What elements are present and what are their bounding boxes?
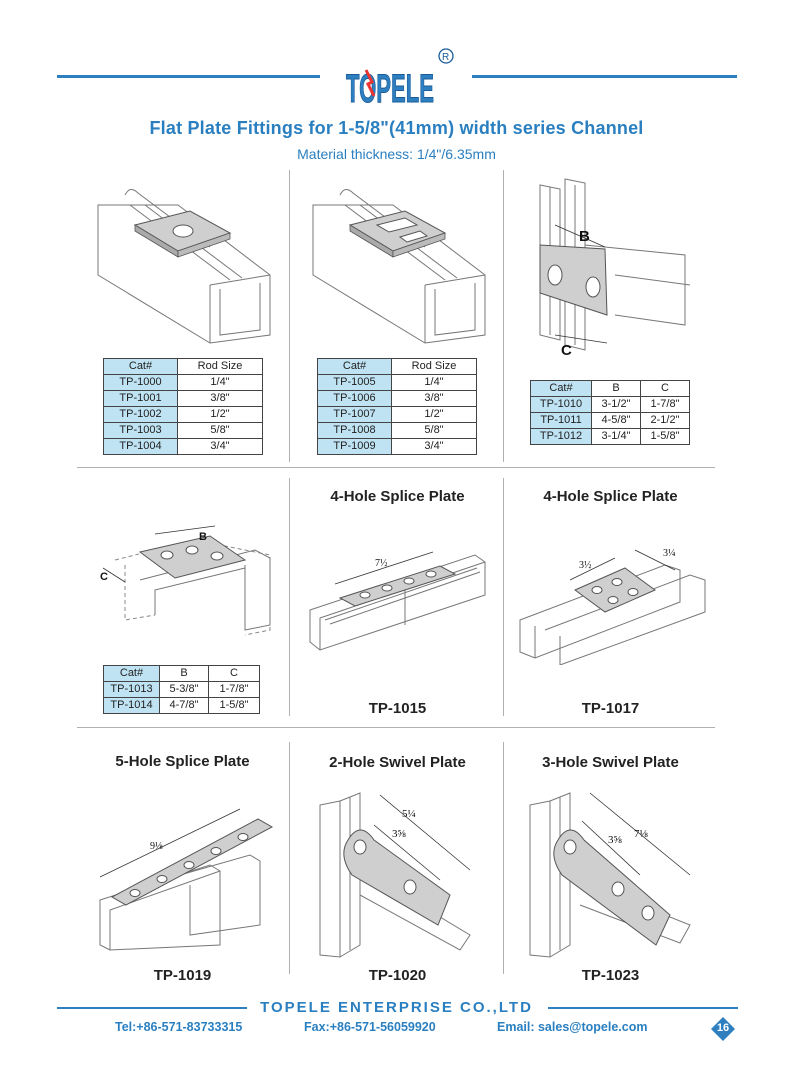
dim2-tp1017: 3¼ [663,548,676,559]
drawing-tp1019: 9⅛ [99,808,274,951]
dim-tp1019: 9⅛ [150,841,163,852]
title-tp1019: 5-Hole Splice Plate [115,753,250,770]
dim2-tp1023: 7⅛ [634,828,649,840]
dim-label-c-drawing4: C [100,571,108,583]
dim-tp1015: 7½ [375,558,388,569]
divider-v1-row1 [289,170,290,462]
divider-h2 [77,727,715,728]
svg-text:R: R [442,52,449,63]
drawing-tp1020: 5¼ 3⅝ [319,792,471,958]
dim1-tp1017: 3½ [579,560,592,571]
header-rule-right [472,75,737,78]
dim1-tp1020: 5¼ [402,808,416,820]
page-title: Flat Plate Fittings for 1-5/8"(41mm) wid… [149,118,644,138]
table-header-cat: Cat# [317,358,392,375]
part-tp1023: TP-1023 [581,967,640,984]
table-header-rod: Rod Size [391,358,477,375]
divider-v2-row2 [503,478,504,716]
title-tp1023: 3-Hole Swivel Plate [542,754,679,771]
four-hole-plate-square [574,567,656,613]
table-header-cat: Cat# [103,358,178,375]
drawing-tp1015: 7½ [309,551,486,651]
drawing-two-hole-plate: B C [539,178,691,359]
drawing-slotted-plate [312,189,486,344]
dim-label-b-drawing3: B [579,228,590,245]
three-hole-plate [138,535,247,579]
footer-rule-right [548,1007,738,1009]
title-tp1017: 4-Hole Splice Plate [543,488,678,505]
part-tp1017: TP-1017 [581,700,640,717]
footer-company: TOPELE ENTERPRISE CO.,LTD [260,999,533,1016]
footer-rule-left [57,1007,247,1009]
brand-logo: TOPELE R [342,44,454,110]
drawing-tp1023: 3⅝ 7⅛ [529,792,691,958]
drawing-tp1017: 3½ 3¼ [519,548,706,665]
header-rule-left [57,75,320,78]
two-hole-swivel-plate [343,829,451,926]
footer-fax: Fax:+86-571-56059920 [304,1020,436,1034]
svg-text:TOPELE: TOPELE [346,67,434,110]
divider-h1 [77,467,715,468]
table-header-rod: Rod Size [177,358,263,375]
divider-v2-row3 [503,742,504,974]
part-tp1019: TP-1019 [153,967,212,984]
page-number: 16 [716,1022,730,1034]
dim-label-c-drawing3: C [561,342,572,359]
dim-label-b-drawing4: B [199,531,207,543]
dim1-tp1023: 3⅝ [608,834,623,846]
part-tp1015: TP-1015 [368,700,427,717]
divider-v2-row1 [503,170,504,462]
dim2-tp1020: 3⅝ [392,828,407,840]
footer-email[interactable]: Email: sales@topele.com [497,1020,648,1034]
title-tp1020: 2-Hole Swivel Plate [329,754,466,771]
divider-v1-row3 [289,742,290,974]
part-tp1020: TP-1020 [368,967,427,984]
page-number-badge: 16 [710,1016,736,1042]
page-subtitle: Material thickness: 1/4"/6.35mm [297,146,496,162]
four-hole-plate-straight [338,565,457,607]
slotted-plate [348,210,447,252]
title-tp1015: 4-Hole Splice Plate [330,488,465,505]
divider-v1-row2 [289,478,290,716]
footer-tel: Tel:+86-571-83733315 [115,1020,243,1034]
drawing-square-plate [97,189,271,344]
two-hole-plate [539,244,608,316]
drawing-three-hole-plate: B C [100,525,271,636]
